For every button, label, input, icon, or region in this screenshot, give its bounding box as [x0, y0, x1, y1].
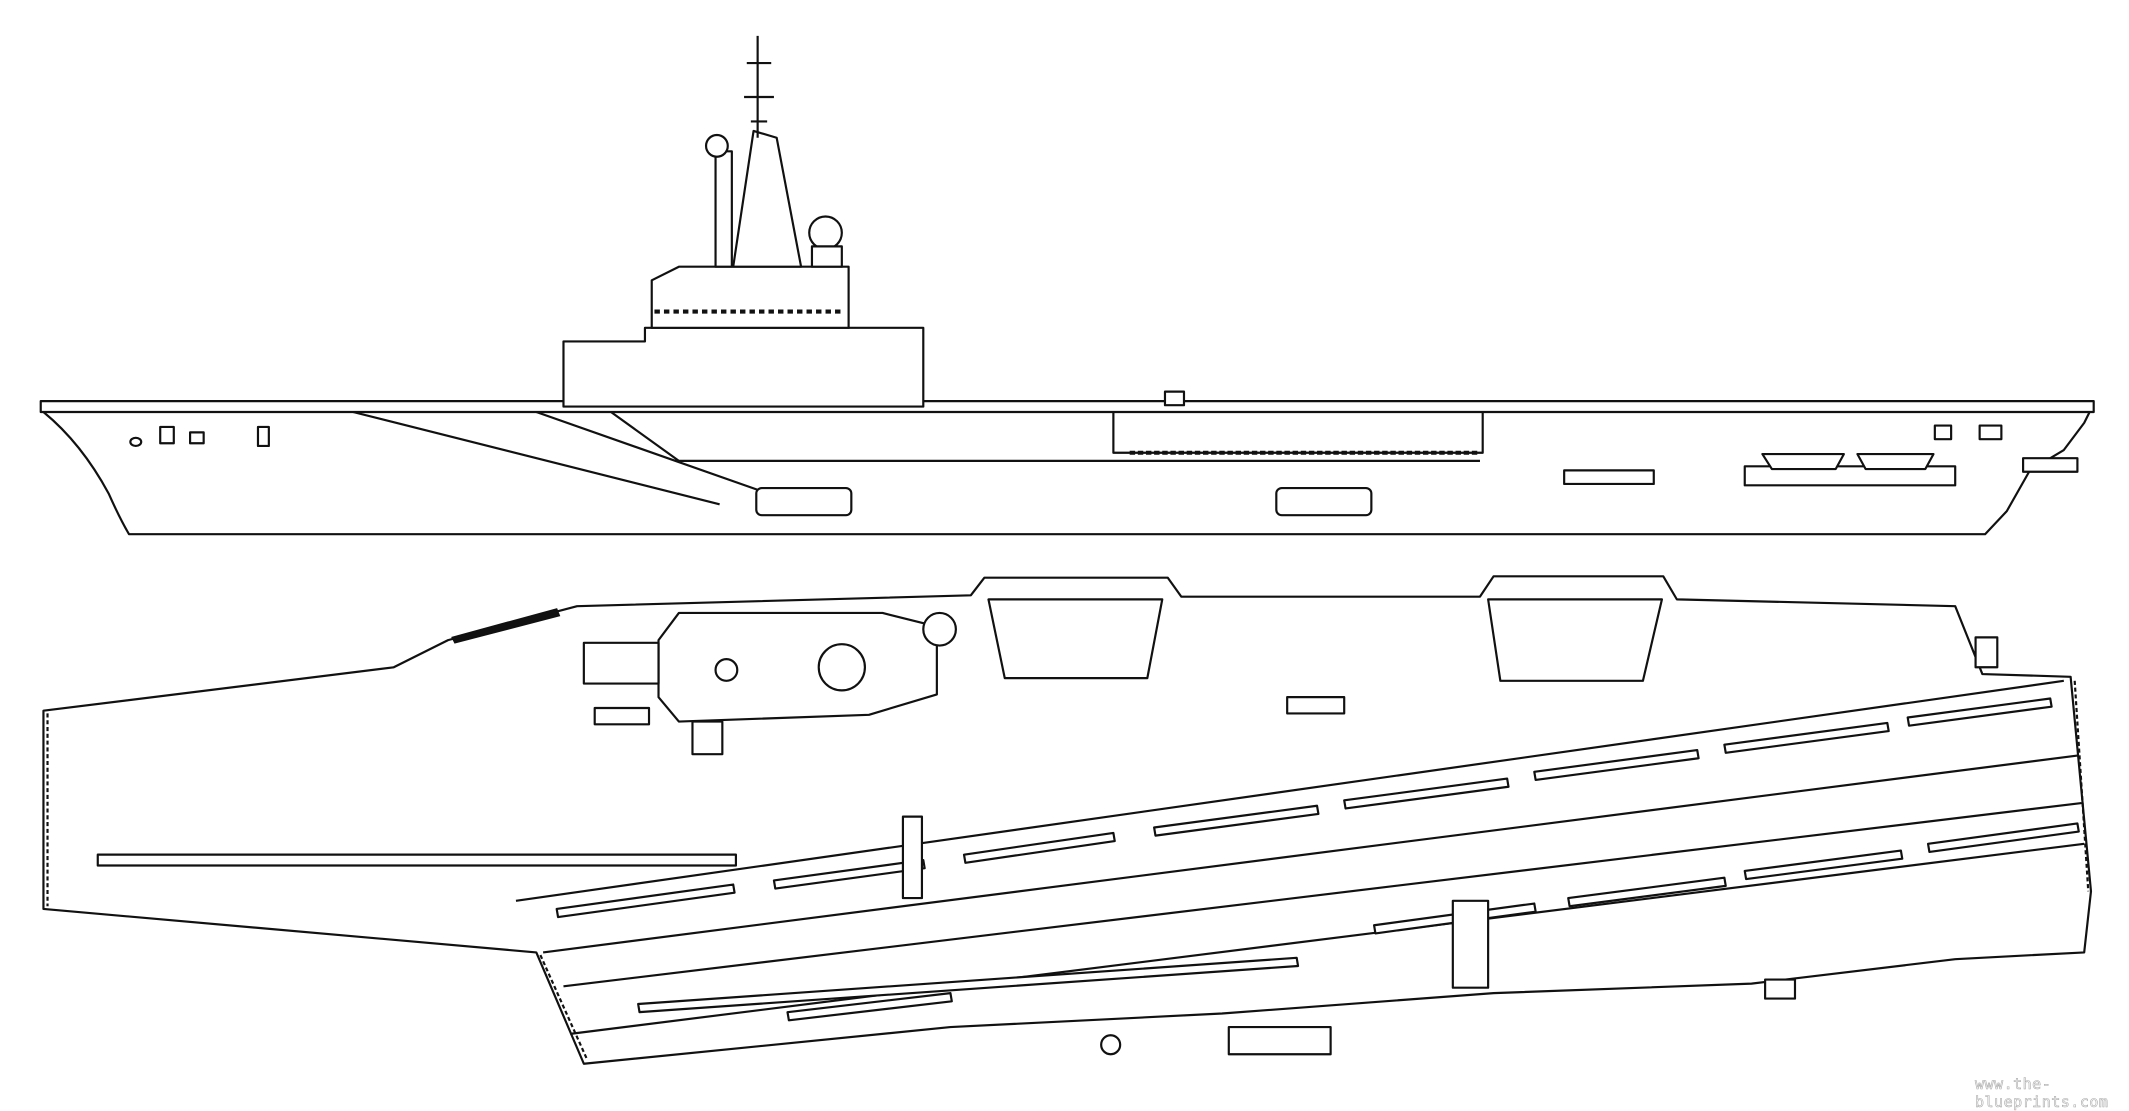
- elevator: [987, 598, 1164, 680]
- deck-markings: [555, 697, 2080, 1022]
- island-structure: [691, 720, 724, 756]
- sponson-plan: [1227, 1025, 1332, 1056]
- radar-dome: [704, 133, 729, 158]
- flight-deck-outline: [42, 575, 2093, 1065]
- funnel: [732, 129, 803, 268]
- runway-lines: [542, 754, 2082, 988]
- watermark: www.the-blueprints.com: [1975, 1075, 2109, 1111]
- boat-deck: [1743, 465, 1957, 487]
- deck-crane: [1163, 390, 1186, 407]
- stern-fitting: [1974, 636, 1999, 669]
- deck-marking: [1286, 696, 1346, 715]
- island-upper: [650, 265, 850, 329]
- window: [1933, 424, 1953, 441]
- catapult: [96, 853, 738, 867]
- side-fitting: [1764, 978, 1797, 1000]
- island-base: [562, 326, 925, 408]
- radar-plan: [922, 611, 957, 647]
- window: [189, 431, 205, 445]
- anchor-plan: [1100, 1034, 1122, 1056]
- radar-dome: [808, 215, 843, 251]
- elevator: [1487, 598, 1664, 682]
- window: [1978, 424, 2003, 441]
- hawse-pipe: [129, 436, 143, 448]
- side-opening: [1563, 469, 1655, 486]
- stern-projection: [2022, 457, 2079, 473]
- boat: [1856, 453, 1935, 471]
- top-view: [42, 575, 2093, 1065]
- island-structure: [593, 706, 651, 726]
- lattice-mast: [744, 35, 774, 138]
- boat: [1761, 453, 1845, 471]
- deck-marking: [1451, 899, 1490, 989]
- deck-marking: [901, 815, 924, 900]
- island-plan: [657, 611, 938, 723]
- deck-edge-catwalk: [46, 680, 2090, 1059]
- sponson: [755, 486, 853, 517]
- mast-plan: [714, 658, 739, 682]
- angled-deck-edge: [515, 679, 2085, 1035]
- window: [256, 425, 270, 448]
- funnel-plan: [817, 643, 866, 692]
- bow-catwalk-hatching: [451, 608, 561, 644]
- hull-shade-line: [352, 410, 1480, 506]
- window: [159, 425, 175, 445]
- mast: [714, 150, 733, 268]
- sponson: [1275, 486, 1373, 517]
- side-view: [39, 35, 2095, 536]
- radar-base: [810, 245, 843, 268]
- flight-deck-edge: [39, 400, 2095, 414]
- hull: [42, 408, 2093, 536]
- island-structure: [582, 641, 660, 685]
